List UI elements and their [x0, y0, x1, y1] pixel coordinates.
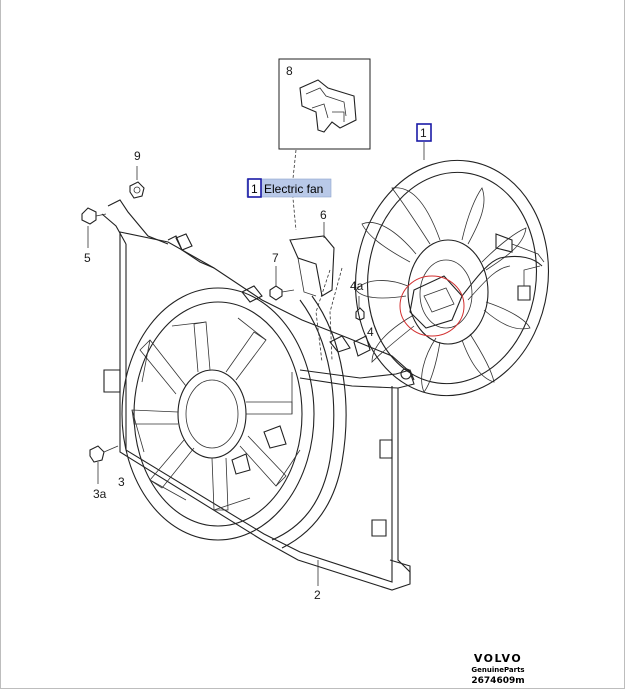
- callout-7[interactable]: 7: [272, 251, 279, 265]
- callout-3a[interactable]: 3a: [93, 487, 107, 501]
- tooltip-number: 1: [251, 182, 258, 196]
- screw-7[interactable]: [269, 285, 295, 301]
- part-tooltip[interactable]: 1 Electric fan: [246, 178, 332, 198]
- screw-5[interactable]: [81, 207, 107, 225]
- detail-box-clip[interactable]: [278, 58, 371, 150]
- callout-1-highlighted[interactable]: 1: [416, 123, 432, 142]
- volvo-logo: VOLVO: [474, 652, 522, 665]
- callout-1: 1: [420, 126, 427, 140]
- callout-6[interactable]: 6: [320, 208, 327, 222]
- bracket-part[interactable]: [289, 235, 335, 297]
- fan-shroud[interactable]: [101, 199, 415, 591]
- screw-4[interactable]: [355, 307, 365, 321]
- brand-tagline: GenuineParts: [471, 666, 524, 674]
- callout-3[interactable]: 3: [118, 475, 125, 489]
- diagram-code: 2674609m: [471, 676, 524, 686]
- resistor-marker-circle: [399, 275, 465, 337]
- callout-4a[interactable]: 4a: [350, 279, 364, 293]
- volvo-brand-block: VOLVO GenuineParts 2674609m: [471, 652, 524, 686]
- callout-9[interactable]: 9: [134, 149, 141, 163]
- callout-4[interactable]: 4: [367, 325, 374, 339]
- nut-9[interactable]: [129, 181, 145, 199]
- tooltip-text: Electric fan: [264, 182, 323, 196]
- callout-8[interactable]: 8: [286, 64, 293, 78]
- callout-2[interactable]: 2: [314, 588, 321, 602]
- callout-5[interactable]: 5: [84, 251, 91, 265]
- screw-3[interactable]: [89, 445, 119, 463]
- electric-fan[interactable]: [341, 148, 564, 408]
